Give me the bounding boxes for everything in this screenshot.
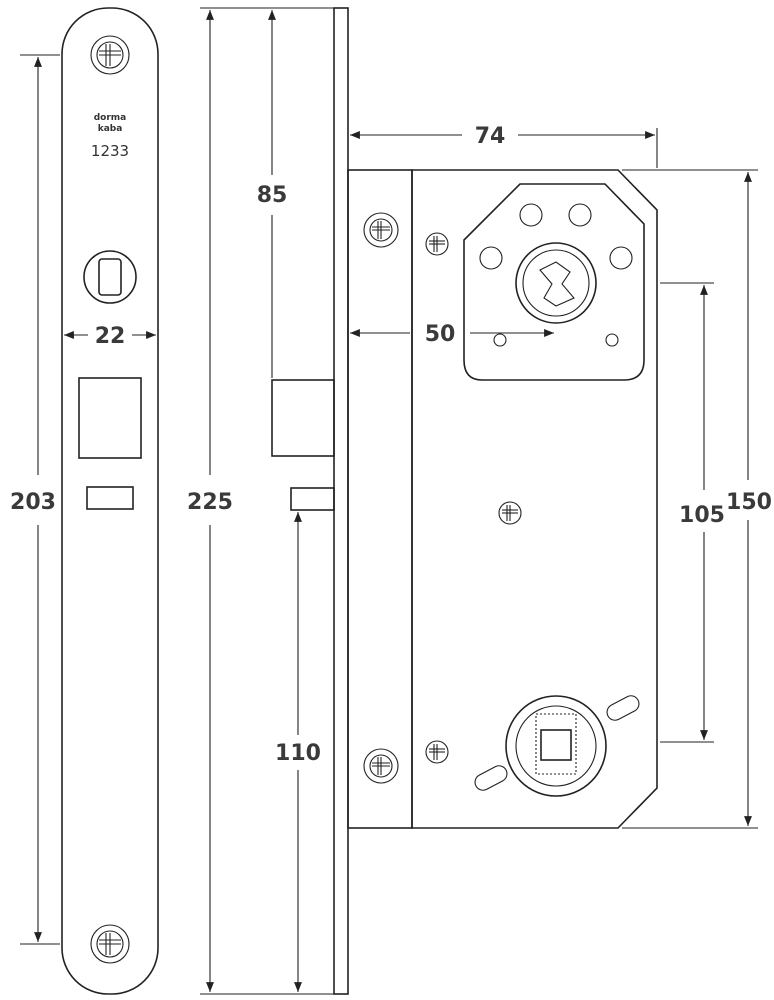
case-body: [411, 169, 658, 829]
mount-hole-small: [605, 333, 619, 347]
faceplate-screw-top-icon: [90, 35, 130, 75]
dimension-backset-label: 50: [425, 322, 456, 347]
case-small-screw-bottom-icon: [425, 740, 449, 764]
dimension-plate-length-label: 203: [10, 490, 56, 515]
case-screw-top-icon: [363, 212, 399, 248]
dimension-bottom-to-latch-label: 110: [275, 741, 321, 766]
latch-opening: [86, 486, 134, 510]
case-front-strip: [347, 169, 413, 829]
dimension-case-height-label: 150: [726, 490, 772, 515]
faceplate-outline: [61, 7, 159, 995]
mount-hole-small: [493, 333, 507, 347]
follower-hub-icon: [505, 695, 607, 797]
dimension-plate-width: 22: [64, 324, 156, 349]
cylinder-mount-plate: [463, 183, 645, 381]
thumbturn-icon: [83, 250, 137, 304]
dimension-top-to-follower-label: 85: [257, 183, 288, 208]
lock-case-side-view: [271, 7, 658, 995]
brand-line2: kaba: [98, 124, 123, 134]
brand-line1: dorma: [94, 113, 127, 123]
mount-hole: [568, 203, 592, 227]
dimension-case-depth-label: 74: [475, 124, 506, 149]
dimension-overall-height-label: 225: [187, 490, 233, 515]
thumbturn-spindle-icon: [515, 242, 597, 324]
dimension-bottom-to-latch: 110: [275, 512, 321, 992]
dimension-plate-length: 203: [10, 54, 60, 945]
dimension-backset: 50: [350, 322, 554, 347]
mount-hole: [609, 246, 633, 270]
slot-top-right: [606, 695, 640, 721]
mount-hole: [519, 203, 543, 227]
faceplate-front-view: dorma kaba 1233 22: [61, 7, 159, 995]
case-screw-bottom-icon: [363, 748, 399, 784]
dimension-follower-to-cylinder: 105: [660, 282, 725, 743]
mount-hole: [479, 246, 503, 270]
faceplate-screw-bottom-icon: [90, 924, 130, 964]
latch-projection: [290, 487, 335, 511]
bolt-projection: [271, 379, 335, 457]
slot-bottom-left: [474, 765, 508, 791]
case-small-screw-top-icon: [425, 232, 449, 256]
dimension-overall-height: 225: [187, 7, 340, 995]
model-number: 1233: [91, 142, 129, 160]
dimension-follower-to-cylinder-label: 105: [679, 503, 725, 528]
dimension-case-depth: 74: [350, 124, 658, 168]
faceplate-edge: [333, 7, 349, 995]
dimension-plate-width-label: 22: [95, 324, 126, 349]
case-center-screw-icon: [498, 501, 522, 525]
bolt-opening: [78, 377, 142, 459]
dimension-top-to-follower: 85: [257, 10, 288, 378]
dimension-case-height: 150: [622, 169, 772, 829]
